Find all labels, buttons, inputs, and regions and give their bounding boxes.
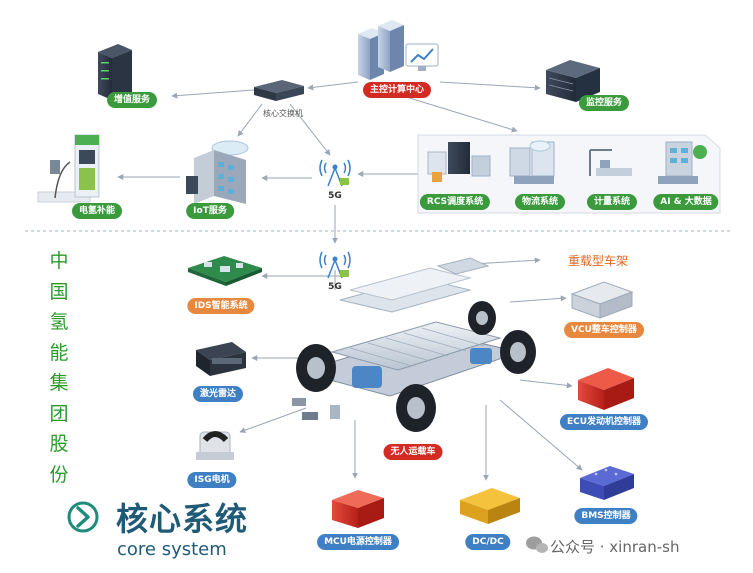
label-vcu: VCU整车控制器 — [564, 322, 644, 338]
label-core-switch: 核心交换机 — [263, 108, 303, 119]
label-monitoring-service: 监控服务 — [579, 95, 629, 111]
label-rcs-dispatch: RCS调度系统 — [420, 194, 490, 210]
label-5g-top: 5G — [328, 191, 342, 201]
label-bms: BMS控制器 — [574, 508, 637, 524]
core-title-en: core system — [117, 539, 227, 560]
charging-pile-icon — [38, 135, 99, 202]
wechat-icon — [526, 537, 548, 554]
label-ai-bigdata: AI & 大数据 — [653, 194, 718, 210]
label-lidar: 激光雷达 — [193, 386, 243, 402]
label-metering: 计量系统 — [587, 194, 637, 210]
vertical-company-title: 中 国 氢 能 集 团 股 份 — [47, 246, 71, 490]
label-main-computing-center: 主控计算中心 — [363, 82, 431, 98]
network-switch-icon — [254, 80, 304, 101]
label-value-added-service: 增值服务 — [107, 92, 157, 108]
lidar-icon — [196, 342, 246, 376]
label-dcdc: DC/DC — [465, 534, 510, 550]
label-iot-service: IoT服务 — [186, 203, 234, 219]
5g-antenna-icon — [320, 160, 350, 186]
bms-icon — [580, 466, 634, 500]
label-isg: ISG电机 — [187, 472, 236, 488]
watermark: 公众号 · xinran-sh — [550, 536, 679, 557]
motor-icon — [196, 432, 234, 460]
label-logistics: 物流系统 — [515, 194, 565, 210]
mcu-icon — [332, 490, 384, 528]
label-chassis: 重载型车架 — [568, 252, 628, 269]
label-5g-bottom: 5G — [328, 282, 342, 292]
chevron-right-icon — [69, 503, 97, 531]
label-ids: IDS智能系统 — [187, 298, 254, 314]
label-ecu: ECU发动机控制器 — [560, 414, 648, 430]
vcu-icon — [572, 282, 632, 318]
circuit-board-icon — [188, 256, 262, 286]
ecu-icon — [578, 368, 634, 410]
label-unmanned-truck: 无人运载车 — [383, 444, 442, 460]
iot-building-icon — [186, 141, 248, 204]
core-title-cn: 核心系统 — [116, 494, 248, 540]
label-charging: 电氢补能 — [72, 203, 122, 219]
dcdc-icon — [460, 488, 520, 524]
label-mcu: MCU电源控制器 — [317, 534, 399, 550]
main-server-rack-icon — [358, 20, 438, 80]
